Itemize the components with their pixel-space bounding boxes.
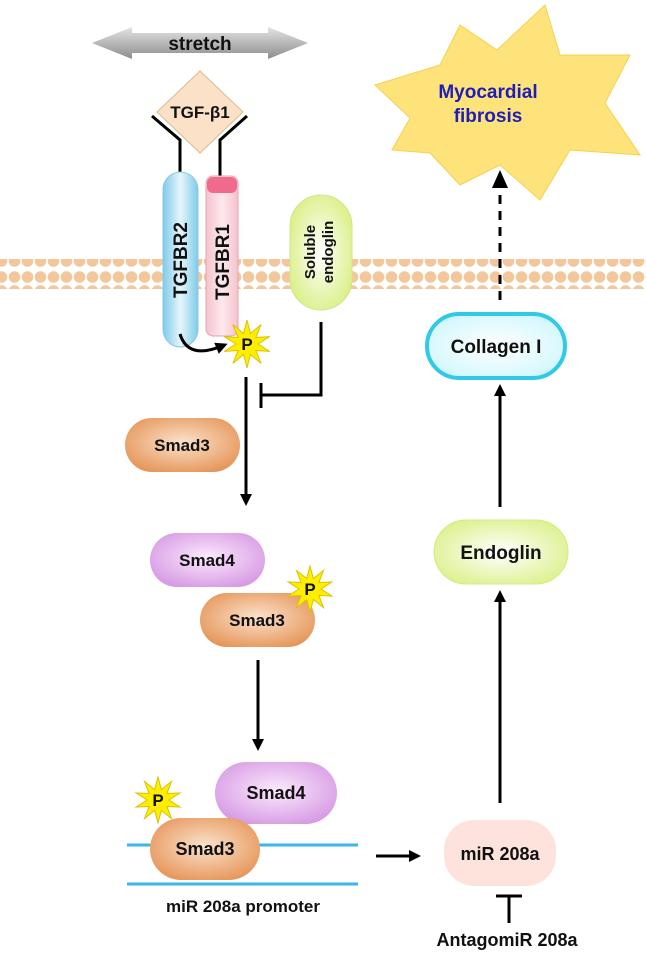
tgfbr1-receptor: TGFBR1	[205, 175, 239, 337]
mir-208a: miR 208a	[444, 820, 556, 886]
smad4-promoter-bound: Smad4	[215, 762, 337, 824]
fibrosis-arrowhead	[492, 170, 508, 188]
stretch-arrow: stretch	[92, 27, 308, 59]
soluble-endoglin: Soluble endoglin	[289, 194, 353, 311]
tgfbr2-arm	[151, 114, 182, 176]
phospho-label-receptor: P	[241, 335, 252, 354]
endoglin: Endoglin	[433, 519, 569, 585]
smad4-complex-top: Smad4	[150, 533, 265, 587]
smad3-promoter-bound: Smad3	[150, 818, 260, 880]
smad4-label-1: Smad4	[179, 551, 235, 570]
smad3-label-3: Smad3	[175, 839, 234, 859]
tgfbr1-arm	[218, 114, 248, 176]
smad4-label-2: Smad4	[246, 783, 305, 803]
stretch-label: stretch	[168, 34, 231, 55]
smad3-label-1: Smad3	[154, 436, 210, 455]
endoglin-label: Endoglin	[460, 543, 541, 564]
tgf-beta1-label: TGF-β1	[170, 103, 229, 122]
smad3-cytoplasmic: Smad3	[125, 418, 240, 472]
collagen-i: Collagen I	[425, 312, 567, 380]
collagen-label: Collagen I	[451, 337, 542, 358]
fibrosis-label-line2: fibrosis	[454, 106, 523, 127]
endoglin-small-label: endoglin	[320, 221, 337, 284]
tgf-beta1-ligand: TGF-β1	[156, 70, 244, 154]
soluble-label: Soluble	[302, 225, 319, 279]
phospho-label-smad3: P	[304, 580, 315, 599]
phospho-label-promoter: P	[152, 791, 163, 810]
tgfbr1-label: TGFBR1	[213, 224, 234, 300]
mir-label: miR 208a	[460, 844, 540, 864]
smad3-complex-top: Smad3	[200, 593, 315, 647]
tgfbr2-receptor: TGFBR2	[162, 171, 199, 348]
phospho-star-promoter	[134, 775, 182, 825]
phospho-star-receptor	[223, 319, 271, 369]
transphosphorylation-arrow	[178, 333, 228, 354]
soluble-endoglin-inhibition-line	[261, 322, 323, 397]
fibrosis-label-line1: Myocardial	[438, 82, 537, 103]
tgfbr2-label: TGFBR2	[171, 222, 192, 298]
promoter-label: miR 208a promoter	[166, 897, 320, 916]
fibrosis-starburst	[374, 4, 641, 201]
antagomir-label: AntagomiR 208a	[436, 930, 578, 950]
smad3-label-2: Smad3	[229, 611, 285, 630]
phospho-star-smad3	[286, 564, 334, 614]
